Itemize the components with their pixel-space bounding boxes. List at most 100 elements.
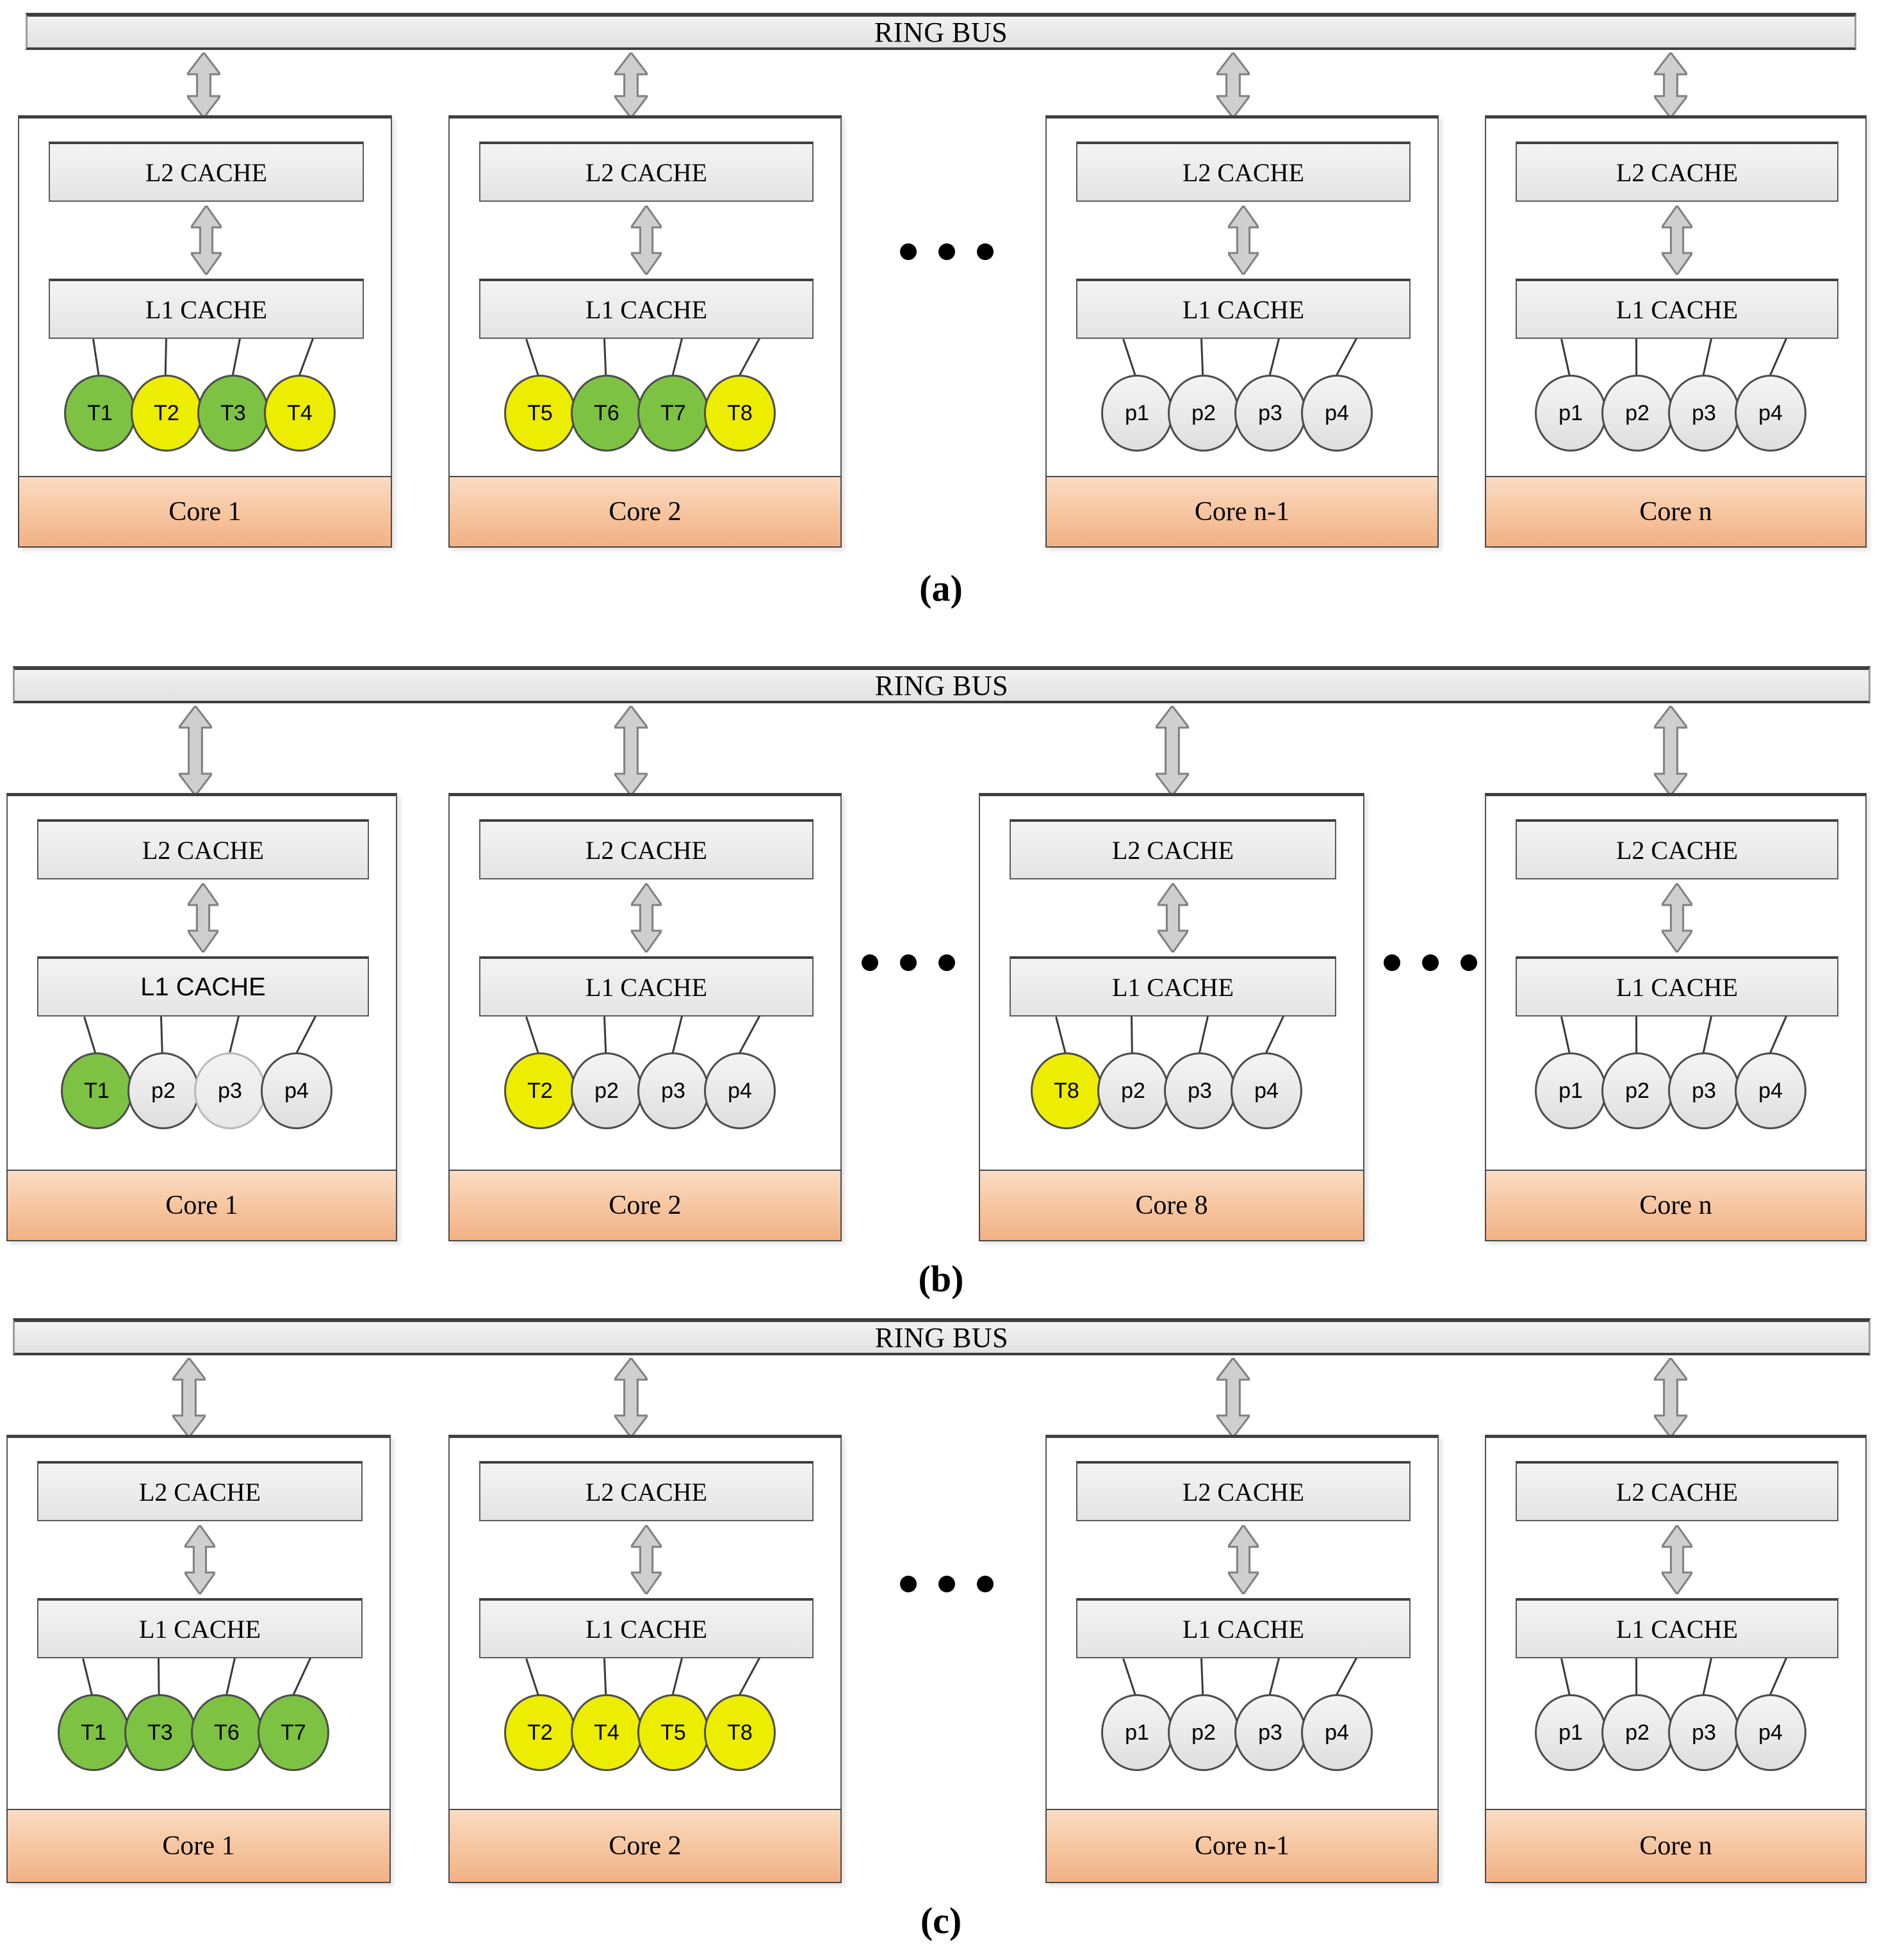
- l2-cache-box: L2 CACHE: [1076, 1461, 1411, 1521]
- node-label: T2: [527, 1078, 553, 1103]
- l2-cache-box: L2 CACHE: [37, 819, 369, 879]
- l2-cache-box: L2 CACHE: [1516, 819, 1838, 879]
- double-arrow-icon: [631, 206, 662, 275]
- node-label: T8: [1054, 1078, 1079, 1103]
- l1-node-connector: [1635, 339, 1637, 378]
- process-node: p3: [637, 1052, 709, 1129]
- l1-cache-label: L1 CACHE: [585, 1614, 707, 1644]
- l1-node-connector: [738, 1015, 761, 1055]
- ellipsis-b-1: [862, 954, 955, 971]
- ellipsis-dot: [1461, 954, 1477, 971]
- node-label: T5: [527, 400, 553, 425]
- node-label: p3: [661, 1078, 685, 1103]
- l1-node-connector: [1335, 1657, 1358, 1697]
- l1-cache-label: L1 CACHE: [1616, 972, 1738, 1002]
- double-arrow-icon: [1216, 1358, 1250, 1437]
- core-name-band: Core 1: [6, 1809, 391, 1883]
- l1-node-connector: [1769, 1015, 1788, 1055]
- double-arrow-icon: [614, 1358, 648, 1437]
- l1-node-connector: [1560, 1658, 1571, 1697]
- thread-node: T3: [197, 375, 269, 452]
- l1-node-connector: [1200, 1658, 1204, 1697]
- ellipsis-dot: [862, 954, 878, 971]
- l1-node-connector: [738, 1657, 761, 1697]
- l2-cache-box: L2 CACHE: [1010, 819, 1336, 879]
- l1-node-connector: [231, 338, 241, 377]
- l2-cache-label: L2 CACHE: [1182, 158, 1304, 187]
- l2-cache-box: L2 CACHE: [37, 1461, 363, 1521]
- thread-node: T3: [124, 1694, 196, 1771]
- l2-cache-label: L2 CACHE: [142, 835, 264, 865]
- core-name-label: Core 2: [609, 1191, 682, 1220]
- l1-cache-label: L1 CACHE: [140, 972, 266, 1001]
- node-label: p4: [1758, 400, 1783, 425]
- ring-bus-c: RING BUS: [13, 1318, 1870, 1355]
- process-node: p4: [261, 1052, 332, 1129]
- ellipsis-a-1: [900, 243, 994, 260]
- l1-node-connector: [1131, 1017, 1133, 1056]
- l1-cache-label: L1 CACHE: [585, 972, 707, 1002]
- node-label: T3: [220, 400, 246, 425]
- thread-node: T1: [61, 1052, 133, 1129]
- thread-node: T4: [571, 1694, 642, 1771]
- node-label: p4: [1325, 1720, 1349, 1745]
- l2-cache-box: L2 CACHE: [479, 142, 814, 202]
- node-label: p3: [1258, 400, 1282, 425]
- panel-caption-a: (a): [919, 568, 963, 609]
- process-node: p1: [1535, 1694, 1607, 1771]
- node-label: T1: [84, 1078, 110, 1103]
- l1-node-connector: [1769, 338, 1788, 377]
- double-arrow-icon: [184, 1525, 215, 1594]
- l1-node-connector: [298, 338, 315, 377]
- l1-cache-label: L1 CACHE: [585, 295, 707, 324]
- l1-node-connector: [671, 1016, 683, 1055]
- double-arrow-icon: [188, 883, 218, 952]
- process-node: p3: [1164, 1052, 1236, 1129]
- l1-cache-box: L1 CACHE: [479, 956, 814, 1017]
- l1-node-connector: [92, 339, 100, 378]
- l1-node-connector: [1560, 1017, 1571, 1056]
- core-name-band: Core 1: [6, 1170, 397, 1241]
- core-name-label: Core n-1: [1194, 1831, 1290, 1861]
- node-label: p2: [1625, 1078, 1649, 1103]
- node-label: p4: [1325, 400, 1349, 425]
- l1-cache-box: L1 CACHE: [37, 1598, 363, 1658]
- node-label: p4: [1758, 1720, 1783, 1745]
- core-name-band: Core n-1: [1045, 1809, 1439, 1883]
- node-label: p2: [151, 1078, 176, 1103]
- l1-node-connector: [1769, 1657, 1788, 1697]
- thread-node: T6: [571, 375, 642, 452]
- l1-node-connector: [228, 1016, 240, 1055]
- l1-node-connector: [1268, 1658, 1281, 1697]
- l2-cache-box: L2 CACHE: [49, 142, 364, 202]
- process-node: p2: [1601, 1052, 1673, 1129]
- node-label: p3: [1258, 1720, 1282, 1745]
- node-label: T7: [660, 400, 686, 425]
- process-node: p3: [1234, 375, 1306, 452]
- double-arrow-icon: [631, 1525, 662, 1594]
- l1-node-connector: [1198, 1016, 1209, 1055]
- node-label: p2: [594, 1078, 619, 1103]
- l1-cache-label: L1 CACHE: [1616, 1614, 1738, 1644]
- ellipsis-dot: [977, 1576, 994, 1592]
- core-name-band: Core n: [1485, 1170, 1867, 1241]
- thread-node: T7: [637, 375, 709, 452]
- l1-node-connector: [158, 1658, 160, 1697]
- node-label: p3: [218, 1078, 242, 1103]
- ellipsis-dot: [900, 954, 917, 971]
- l1-node-connector: [1635, 1658, 1637, 1697]
- double-arrow-icon: [1156, 706, 1189, 796]
- ellipsis-dot: [938, 243, 955, 260]
- node-label: p4: [284, 1078, 309, 1103]
- l1-cache-label: L1 CACHE: [1112, 972, 1234, 1002]
- l1-node-connector: [1264, 1015, 1285, 1055]
- ellipsis-c-1: [900, 1576, 994, 1592]
- node-label: p1: [1559, 1720, 1583, 1745]
